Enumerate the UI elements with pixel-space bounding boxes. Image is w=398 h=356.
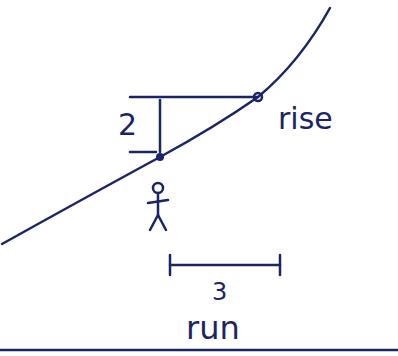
figure-head [153, 183, 163, 193]
rise-label: rise [278, 104, 333, 134]
rise-value: 2 [118, 110, 137, 140]
run-bracket-end [169, 255, 172, 275]
point [254, 93, 262, 101]
rise-segment [159, 100, 162, 152]
point [156, 153, 164, 161]
ground-line [0, 349, 398, 352]
figure-body [157, 193, 160, 215]
run-value: 3 [212, 280, 227, 304]
figure-leg [150, 215, 158, 230]
run-bracket [170, 264, 280, 267]
rise-tick [130, 151, 156, 154]
run-label: run [186, 312, 240, 344]
rise-level-line [130, 96, 258, 99]
run-bracket-end [279, 255, 282, 275]
figure-leg [158, 215, 166, 230]
figure-arms [148, 200, 168, 203]
